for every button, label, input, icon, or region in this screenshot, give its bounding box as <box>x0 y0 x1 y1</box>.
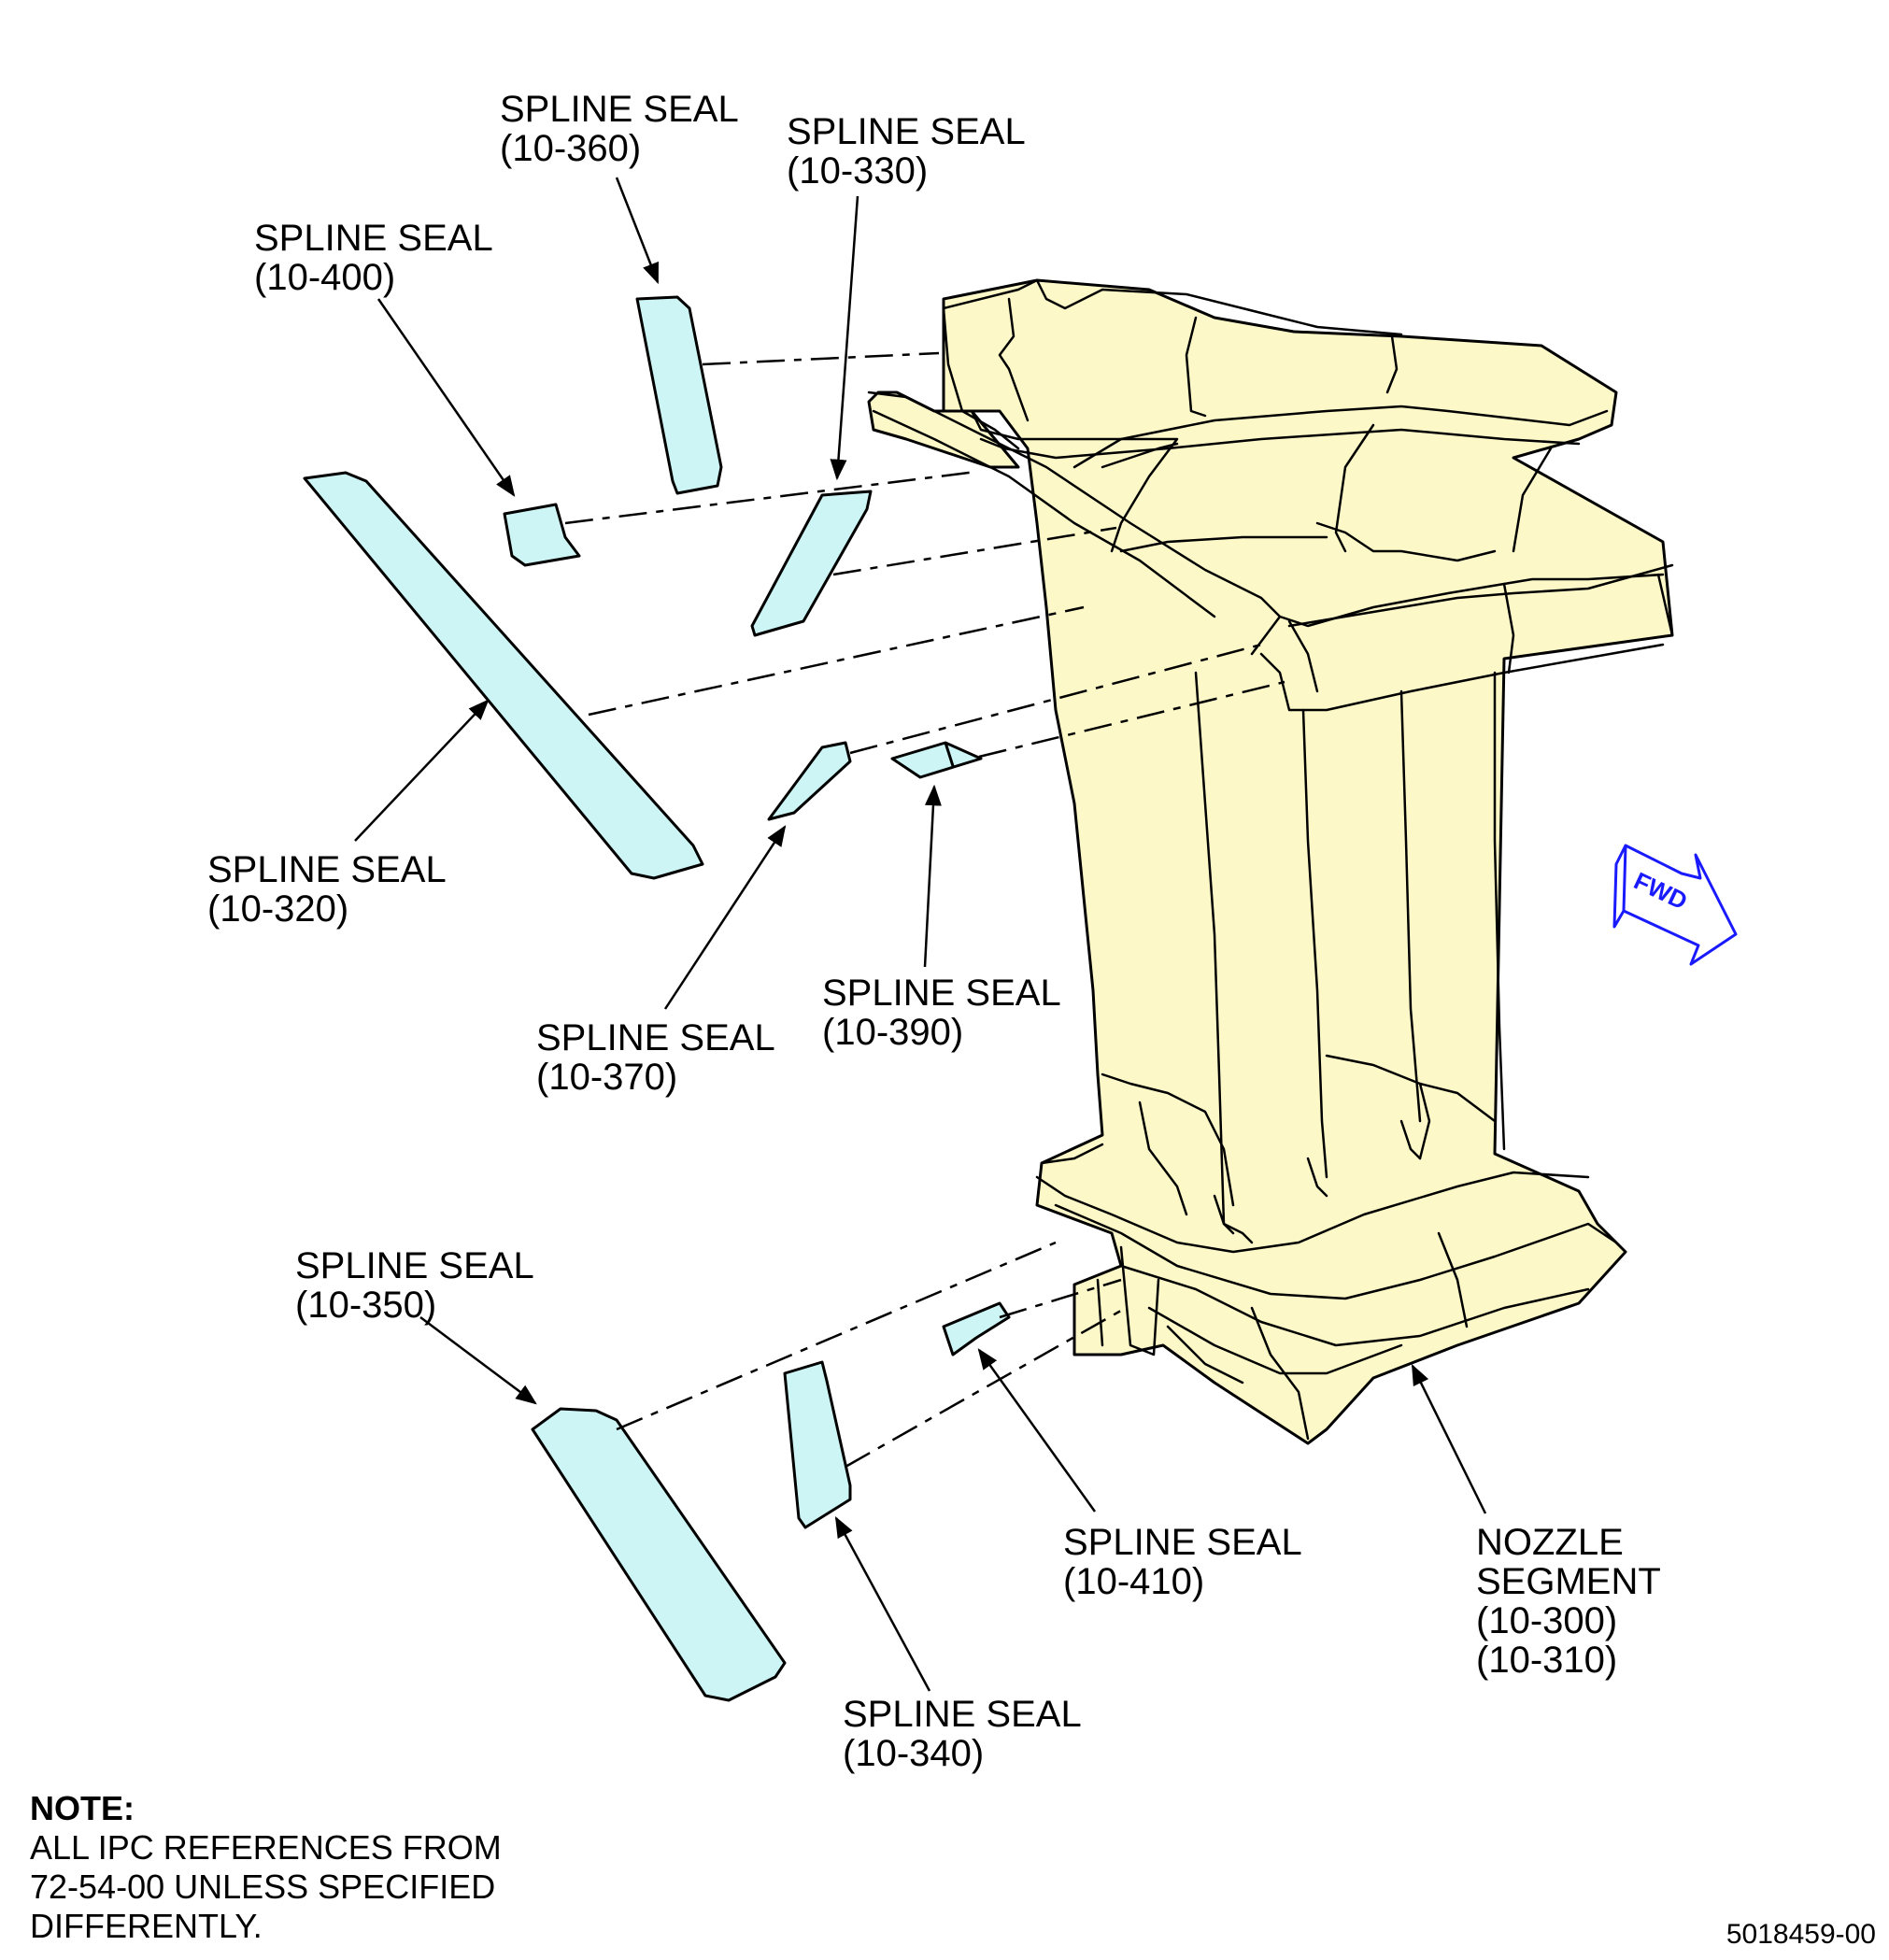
fwd-arrow: FWD <box>1612 844 1738 966</box>
figure-number: 5018459-00 <box>1726 1919 1876 1950</box>
spline-seal-10-340-part <box>783 1360 852 1529</box>
spline-seal-10-350-part <box>531 1407 787 1702</box>
callout-10-390: SPLINE SEAL (10-390) <box>822 973 1061 1053</box>
callout-ref: (10-360) <box>500 128 641 169</box>
note-line: 72-54-00 UNLESS SPECIFIED <box>30 1868 495 1906</box>
callout-title: SPLINE SEAL <box>1063 1522 1302 1563</box>
callout-ref: (10-350) <box>295 1285 436 1326</box>
callout-ref: (10-410) <box>1063 1561 1204 1602</box>
note-line: DIFFERENTLY. <box>30 1907 263 1945</box>
callout-10-340: SPLINE SEAL (10-340) <box>843 1694 1082 1774</box>
callout-title: SPLINE SEAL <box>254 218 493 259</box>
callout-ref: (10-390) <box>822 1012 963 1053</box>
spline-seal-10-360-part <box>635 295 723 495</box>
callout-10-370: SPLINE SEAL (10-370) <box>536 1017 775 1098</box>
callout-ref: (10-400) <box>254 257 395 298</box>
callout-title: SPLINE SEAL <box>843 1694 1082 1735</box>
callout-ref: (10-340) <box>843 1733 984 1774</box>
note-line: ALL IPC REFERENCES FROM <box>30 1828 502 1867</box>
nozzle-ref2: (10-310) <box>1476 1640 1617 1681</box>
spline-seal-10-370-part <box>767 741 852 821</box>
spline-seal-parts <box>303 295 1011 1702</box>
note-title: NOTE: <box>30 1789 135 1827</box>
nozzle-line2: SEGMENT <box>1476 1561 1661 1602</box>
nozzle-ref1: (10-300) <box>1476 1600 1617 1641</box>
callout-10-410: SPLINE SEAL (10-410) <box>1063 1522 1302 1602</box>
note-block: NOTE: ALL IPC REFERENCES FROM 72-54-00 U… <box>30 1789 502 1945</box>
spline-seal-10-410-part <box>942 1301 1011 1356</box>
callout-ref: (10-370) <box>536 1057 677 1098</box>
nozzle-segment <box>867 278 1674 1445</box>
callout-ref: (10-320) <box>207 888 348 930</box>
callout-nozzle-segment: NOZZLE SEGMENT (10-300) (10-310) <box>1476 1522 1661 1681</box>
callout-10-330: SPLINE SEAL (10-330) <box>787 111 1026 192</box>
spline-seal-10-400-part <box>503 503 581 567</box>
callout-10-350: SPLINE SEAL (10-350) <box>295 1245 534 1326</box>
callout-title: SPLINE SEAL <box>787 111 1026 152</box>
callout-title: SPLINE SEAL <box>822 973 1061 1014</box>
spline-seal-10-320-part <box>303 471 704 880</box>
callout-title: SPLINE SEAL <box>500 89 739 130</box>
callout-10-360: SPLINE SEAL (10-360) <box>500 89 739 169</box>
leader-lines <box>354 177 1487 1692</box>
callout-10-400: SPLINE SEAL (10-400) <box>254 218 493 298</box>
callout-title: SPLINE SEAL <box>207 849 447 890</box>
assembly-lines <box>564 351 1285 1469</box>
spline-seal-10-390-part <box>890 741 983 779</box>
callout-10-320: SPLINE SEAL (10-320) <box>207 849 447 930</box>
spline-seal-10-330-part <box>750 490 873 637</box>
callout-title: SPLINE SEAL <box>295 1245 534 1286</box>
callout-ref: (10-330) <box>787 150 928 192</box>
callout-title: SPLINE SEAL <box>536 1017 775 1058</box>
nozzle-line1: NOZZLE <box>1476 1522 1624 1563</box>
